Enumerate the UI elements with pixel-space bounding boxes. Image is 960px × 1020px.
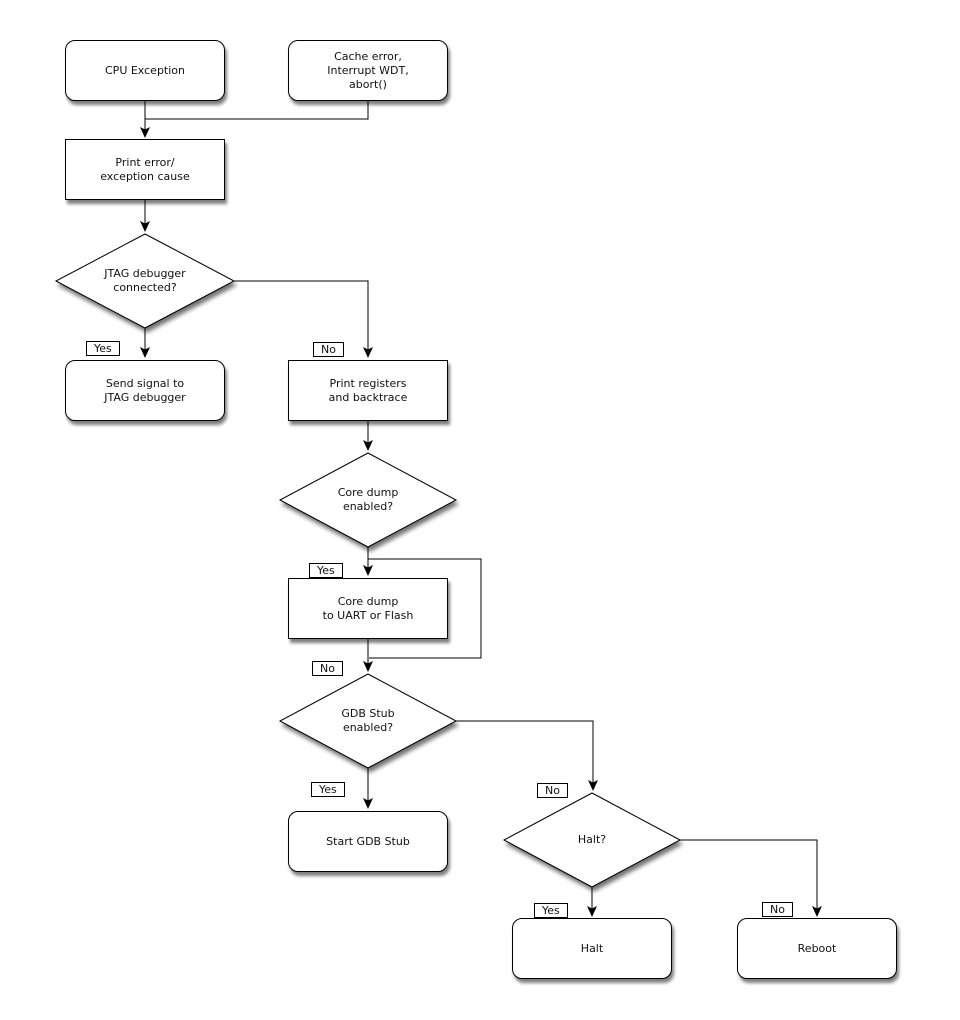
node-cache-error-label: Cache error, Interrupt WDT, abort() xyxy=(327,49,409,91)
node-halt-label: Halt xyxy=(580,941,604,955)
diamond-halt-question xyxy=(502,792,682,888)
node-halt: Halt xyxy=(512,918,672,979)
connector-gdb-no-to-halt-q xyxy=(456,720,598,791)
diamond-jtag-connected xyxy=(54,233,236,329)
edge-label-jtag-yes: Yes xyxy=(86,341,120,356)
node-print-error-label: Print error/ exception cause xyxy=(100,155,190,183)
node-send-signal-label: Send signal to JTAG debugger xyxy=(104,376,186,404)
node-start-gdb-stub: Start GDB Stub xyxy=(288,811,448,872)
edge-label-jtag-no: No xyxy=(313,342,344,357)
connector-halt-no-to-reboot xyxy=(680,839,822,917)
edge-label-coredump-yes: Yes xyxy=(309,563,343,578)
node-send-signal: Send signal to JTAG debugger xyxy=(65,360,225,421)
node-reboot: Reboot xyxy=(737,918,897,979)
node-core-dump-label: Core dump to UART or Flash xyxy=(322,594,414,622)
node-cache-error: Cache error, Interrupt WDT, abort() xyxy=(288,40,448,101)
edge-label-gdb-no: No xyxy=(537,783,568,798)
connectors xyxy=(140,100,822,917)
node-core-dump: Core dump to UART or Flash xyxy=(288,578,448,639)
diamond-core-dump-enabled xyxy=(278,452,458,548)
node-start-gdb-stub-label: Start GDB Stub xyxy=(326,834,410,848)
node-print-error: Print error/ exception cause xyxy=(65,139,225,200)
edge-label-halt-yes: Yes xyxy=(534,903,568,918)
node-cpu-exception: CPU Exception xyxy=(65,40,225,101)
edge-label-gdb-yes: Yes xyxy=(311,782,345,797)
decision-diamonds xyxy=(54,233,682,888)
connector-jtag-no-to-print-registers xyxy=(234,280,373,358)
node-print-registers-label: Print registers and backtrace xyxy=(328,376,408,404)
node-print-registers: Print registers and backtrace xyxy=(288,360,448,421)
edge-label-halt-no: No xyxy=(762,902,793,917)
node-cpu-exception-label: CPU Exception xyxy=(105,63,185,77)
node-reboot-label: Reboot xyxy=(797,941,837,955)
diamond-gdb-stub-enabled xyxy=(278,673,458,769)
connector-cache-to-merge xyxy=(145,100,369,120)
connector-coredump-no-bypass xyxy=(368,558,482,659)
edge-label-coredump-no: No xyxy=(312,661,343,676)
